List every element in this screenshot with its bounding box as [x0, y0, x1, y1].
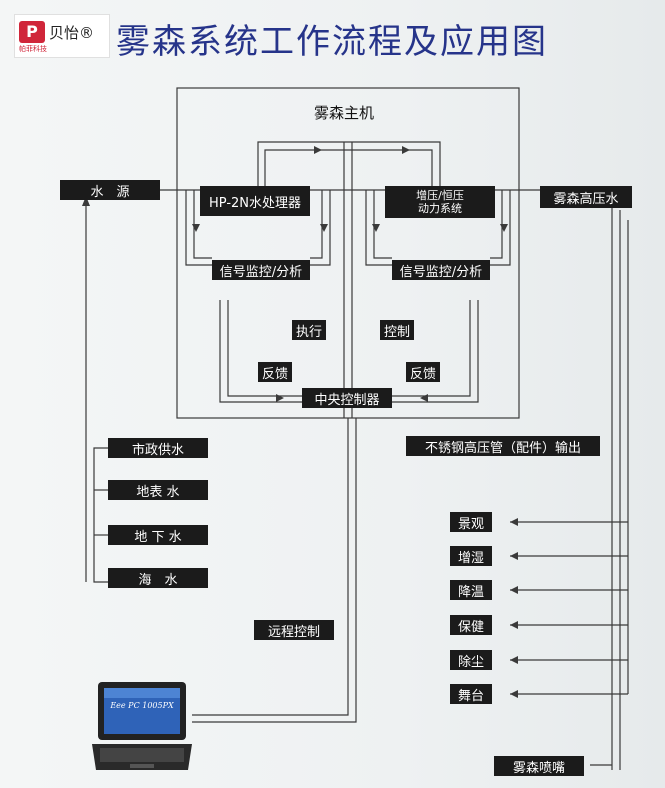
page-title: 雾森系统工作流程及应用图 — [116, 22, 548, 62]
application-item: 保健 — [450, 615, 492, 635]
brand-logo: P 贝怡® 帕菲科技 — [14, 14, 110, 58]
node-signal-left: 信号监控/分析 — [212, 260, 310, 280]
node-execute: 执行 — [292, 320, 326, 340]
node-pipe-output: 不锈钢高压管（配件）输出 — [406, 436, 600, 456]
application-item: 景观 — [450, 512, 492, 532]
node-water-source: 水 源 — [60, 180, 160, 200]
node-central-controller: 中央控制器 — [302, 388, 392, 408]
node-hp2n-processor: HP-2N水处理器 — [200, 186, 310, 216]
logo-subtext: 帕菲科技 — [19, 45, 47, 53]
application-item: 舞台 — [450, 684, 492, 704]
water-source-item: 海 水 — [108, 568, 208, 588]
logo-mark-icon: P — [19, 21, 45, 43]
node-mist-hp-water: 雾森高压水 — [540, 186, 632, 208]
host-label: 雾森主机 — [314, 104, 375, 122]
node-signal-right: 信号监控/分析 — [392, 260, 490, 280]
water-source-item: 地表 水 — [108, 480, 208, 500]
node-booster-system: 增压/恒压 动力系统 — [385, 186, 495, 218]
application-item: 降温 — [450, 580, 492, 600]
node-remote-control: 远程控制 — [254, 620, 334, 640]
laptop-icon: Eee PC 1005PX — [92, 680, 192, 772]
logo-brand-text: 贝怡® — [49, 24, 95, 42]
node-mist-nozzle: 雾森喷嘴 — [494, 756, 584, 776]
node-feedback-right: 反馈 — [406, 362, 440, 382]
node-control: 控制 — [380, 320, 414, 340]
node-feedback-left: 反馈 — [258, 362, 292, 382]
water-source-item: 市政供水 — [108, 438, 208, 458]
laptop-brand-text: Eee PC 1005PX — [109, 701, 174, 710]
water-source-item: 地 下 水 — [108, 525, 208, 545]
application-item: 除尘 — [450, 650, 492, 670]
application-item: 增湿 — [450, 546, 492, 566]
